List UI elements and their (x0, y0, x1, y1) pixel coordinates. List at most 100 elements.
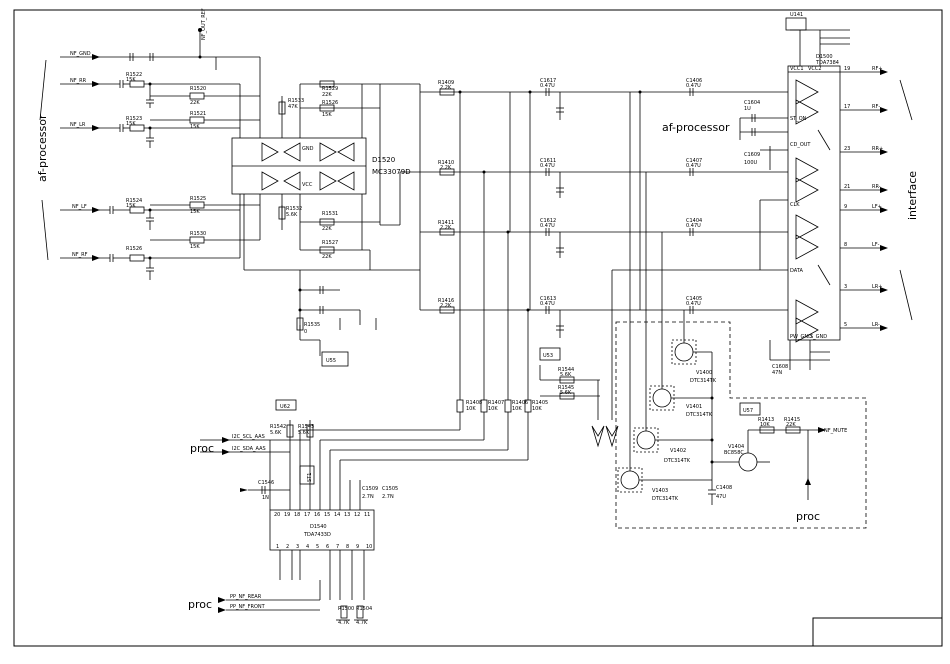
v1402-ref: V1402 (670, 448, 686, 454)
c1609-val: 100U (744, 160, 758, 166)
c1546-val: 1N (262, 495, 269, 501)
r1523-val: 15K (126, 121, 136, 127)
r1522-ref: R1522 (126, 72, 142, 78)
u-label-box-5 (299, 465, 315, 485)
d1540-pin-15: 15 (324, 512, 330, 518)
r1415-ref: R1415 (784, 417, 800, 423)
d1540-pin-16: 16 (314, 512, 320, 518)
c1604-val: 1U (744, 106, 751, 112)
c1405-ref: C1405 (686, 296, 702, 302)
transistor-v1401 (652, 388, 672, 408)
r1416-ref: R1416 (438, 298, 454, 304)
d1540-ref: D1540 (310, 524, 327, 530)
d1500-pin-vcc1: VCC1 (790, 66, 804, 72)
label-nf-rr: NF_RR (70, 78, 87, 84)
c1509-val: 2.7N (362, 494, 374, 500)
u-label-box-1 (321, 351, 349, 367)
r1408-val: 10K (466, 406, 476, 412)
d1500-pin-vcc2: VCC2 (808, 66, 822, 72)
r1405-ref: R1405 (532, 400, 548, 406)
c1617-ref: C1617 (540, 78, 556, 84)
c1408-val: 47U (716, 494, 726, 500)
d1540-pin-20: 20 (274, 512, 280, 518)
r1521-val: 15K (190, 124, 200, 130)
out-lr-plus: LR+ (872, 284, 882, 290)
net-u53: U53 (543, 353, 553, 359)
pin-9: 9 (844, 204, 847, 210)
c1505-val: 2.7N (382, 494, 394, 500)
pin-21: 21 (844, 184, 850, 190)
r1532-val: 5.6K (286, 212, 298, 218)
c1611-val: 0.47U (540, 163, 555, 169)
r1500-ref: R1500 (338, 606, 354, 612)
out-lf-plus: LF+ (872, 204, 882, 210)
out-lr-minus: LR- (872, 322, 880, 328)
pin-17: 17 (844, 104, 850, 110)
d1540-pin-17: 17 (304, 512, 310, 518)
r1407-ref: R1407 (488, 400, 504, 406)
r1533-ref: R1533 (288, 98, 304, 104)
label-nf-lr: NF_LR (70, 122, 86, 128)
r1530-val: 15K (190, 244, 200, 250)
transistor-v1400 (674, 342, 694, 362)
v1400-val: DTC314TK (690, 378, 717, 384)
v1401-val: DTC314TK (686, 412, 713, 418)
d1540-pin-10: 10 (366, 544, 372, 550)
c1613-ref: C1613 (540, 296, 556, 302)
c1617-val: 0.47U (540, 83, 555, 89)
r1545-ref: R1545 (558, 385, 574, 391)
pin-8: 8 (844, 242, 847, 248)
r1531-ref: R1531 (322, 211, 338, 217)
c1608-val: 47N (772, 370, 782, 376)
c1612-val: 0.47U (540, 223, 555, 229)
c1611-ref: C1611 (540, 158, 556, 164)
out-rf-plus: RF+ (872, 66, 883, 72)
r1531-val: 22K (322, 226, 332, 232)
d1540-part: TDA7433D (303, 532, 331, 538)
r1521-ref: R1521 (190, 111, 206, 117)
r1405-val: 10K (532, 406, 542, 412)
u-label-box-2 (785, 17, 807, 31)
r1535-ref: R1535 (304, 322, 320, 328)
side-label-mid: af-processor (662, 121, 730, 134)
r1543-ref: R1543 (298, 424, 314, 430)
r1408-ref: R1408 (466, 400, 482, 406)
d1500-ref: D1500 (816, 54, 833, 60)
r1413-val: 10K (760, 422, 770, 428)
c1404-val: 0.47U (686, 223, 701, 229)
side-label-left: af-processor (36, 114, 49, 182)
c1408-ref: C1408 (716, 485, 732, 491)
d1520-ref: D1520 (372, 156, 395, 164)
r1542-ref: R1542 (270, 424, 286, 430)
out-rf-minus: RF- (872, 104, 880, 110)
r1520-val: 22K (190, 100, 200, 106)
r1406-val: 10K (512, 406, 522, 412)
side-label-right: interface (906, 171, 919, 220)
v1403-ref: V1403 (652, 488, 668, 494)
d1500-pin-gnd: PW_GND (790, 334, 812, 340)
pin-5: 5 (844, 322, 847, 328)
v1400-ref: V1400 (696, 370, 712, 376)
u-label-box-4 (539, 347, 561, 361)
r1504-val: 4.7K (356, 620, 368, 626)
r1533-val: 47K (288, 104, 298, 110)
r1409-ref: R1409 (438, 80, 454, 86)
d1540-pin-5: 5 (316, 544, 319, 550)
r1527-ref: R1527 (322, 240, 338, 246)
c1406-val: 0.47U (686, 83, 701, 89)
transistor-v1403 (620, 470, 640, 490)
r1525-val: 15K (190, 209, 200, 215)
v1404-ref: V1404 (728, 444, 744, 450)
d1540-pin-8: 8 (346, 544, 349, 550)
u-label-box-6 (275, 399, 297, 411)
d1540-pin-12: 12 (354, 512, 360, 518)
r1526-ref: R1526 (322, 100, 338, 106)
dashed-region (615, 321, 867, 529)
r1522-val: 15K (126, 77, 136, 83)
r1411-ref: R1411 (438, 220, 454, 226)
d1520-part: MC33079D (372, 168, 411, 176)
title-block (812, 617, 943, 647)
r1526b-ref: R1526 (126, 246, 142, 252)
r1524-ref: R1524 (126, 198, 142, 204)
d1540-pin-6: 6 (326, 544, 329, 550)
